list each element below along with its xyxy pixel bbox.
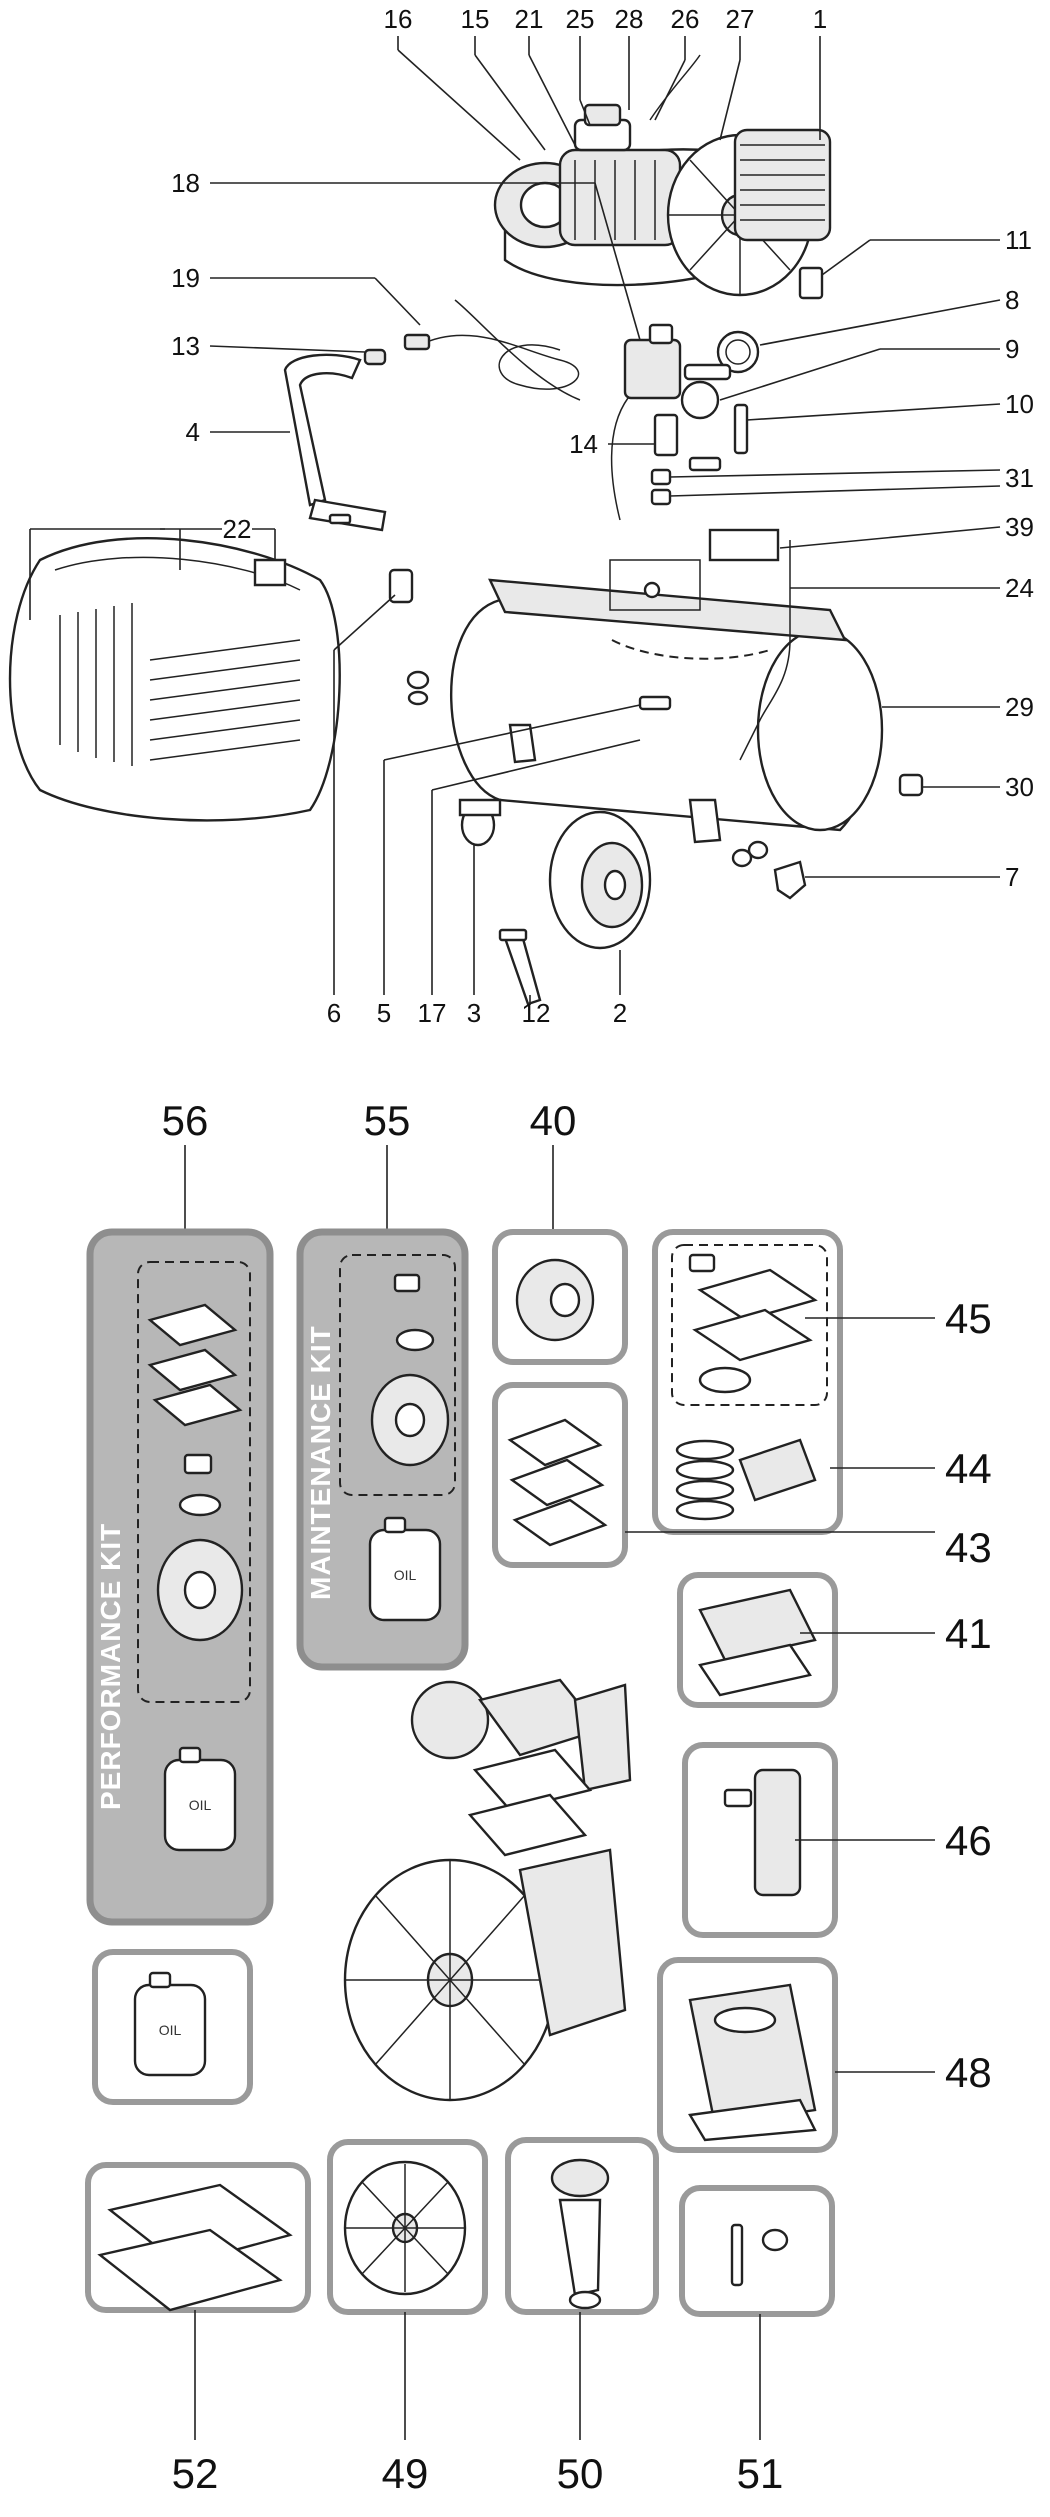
panel-43 — [492, 1382, 628, 1568]
pump-center-drawing — [343, 1678, 632, 2102]
bottom-leaders — [333, 594, 641, 1005]
label-49: 49 — [382, 2450, 429, 2497]
belt-guard — [8, 537, 341, 822]
panel-oil: OIL — [92, 1949, 253, 2105]
label-9: 9 — [1005, 334, 1019, 364]
label-3: 3 — [467, 998, 481, 1028]
label-22: 22 — [223, 514, 252, 544]
power-cable — [403, 299, 581, 401]
maintenance-kit-title: MAINTENANCE KIT — [305, 1325, 336, 1600]
label-18: 18 — [171, 168, 200, 198]
label-4: 4 — [186, 417, 200, 447]
label-30: 30 — [1005, 772, 1034, 802]
panel-oil-label: OIL — [159, 2022, 182, 2038]
maintenance-kit-panel: MAINTENANCE KIT OIL — [296, 1228, 469, 1671]
label-41: 41 — [945, 1610, 992, 1657]
kits-section: 56 55 40 PERFORMANCE KIT OIL MAINTENANCE — [85, 1097, 992, 2497]
wheel-group — [458, 798, 652, 1006]
label-26: 26 — [671, 4, 700, 34]
label-29: 29 — [1005, 692, 1034, 722]
performance-kit-title: PERFORMANCE KIT — [95, 1523, 126, 1810]
label-16: 16 — [384, 4, 413, 34]
performance-kit-panel: PERFORMANCE KIT OIL — [86, 1228, 274, 1926]
label-44: 44 — [945, 1445, 992, 1492]
label-56: 56 — [162, 1097, 209, 1144]
label-40: 40 — [530, 1097, 577, 1144]
handle — [283, 348, 387, 532]
label-45: 45 — [945, 1295, 992, 1342]
label-11: 11 — [1005, 225, 1032, 255]
label-7: 7 — [1005, 862, 1019, 892]
label-31: 31 — [1005, 463, 1034, 493]
performance-kit-oil-label: OIL — [189, 1797, 212, 1813]
panel-40 — [492, 1229, 628, 1365]
label-43: 43 — [945, 1524, 992, 1571]
maintenance-kit-oil-label: OIL — [394, 1567, 417, 1583]
label-1: 1 — [813, 4, 827, 34]
label-8: 8 — [1005, 285, 1019, 315]
panel-48 — [657, 1957, 838, 2153]
label-17: 17 — [418, 998, 447, 1028]
compressor-assembly: 16 15 21 25 28 26 27 1 11 8 9 10 31 39 2… — [8, 4, 1034, 1028]
panel-49 — [327, 2139, 488, 2315]
label-12: 12 — [522, 998, 551, 1028]
label-25: 25 — [566, 4, 595, 34]
label-2: 2 — [613, 998, 627, 1028]
left-leaders — [29, 182, 655, 620]
air-tank — [450, 528, 884, 844]
label-10: 10 — [1005, 389, 1034, 419]
panel-45-44 — [652, 1229, 843, 1535]
label-5: 5 — [377, 998, 391, 1028]
label-15: 15 — [461, 4, 490, 34]
label-13: 13 — [171, 331, 200, 361]
label-19: 19 — [171, 263, 200, 293]
panel-46 — [682, 1742, 838, 1938]
label-6: 6 — [327, 998, 341, 1028]
label-55: 55 — [364, 1097, 411, 1144]
top-leaders — [397, 36, 821, 161]
label-52: 52 — [172, 2450, 219, 2497]
label-21: 21 — [515, 4, 544, 34]
label-51: 51 — [737, 2450, 784, 2497]
label-48: 48 — [945, 2049, 992, 2096]
label-39: 39 — [1005, 512, 1034, 542]
motor-pump-group — [493, 54, 832, 300]
label-14: 14 — [569, 429, 598, 459]
panel-52 — [85, 2162, 311, 2313]
label-27: 27 — [726, 4, 755, 34]
panel-41 — [677, 1572, 838, 1708]
panel-51 — [679, 2185, 835, 2317]
pressure-switch-group — [610, 323, 760, 521]
label-28: 28 — [615, 4, 644, 34]
label-50: 50 — [557, 2450, 604, 2497]
label-46: 46 — [945, 1817, 992, 1864]
right-leaders — [669, 239, 1001, 878]
label-24: 24 — [1005, 573, 1034, 603]
panel-50 — [505, 2137, 659, 2315]
